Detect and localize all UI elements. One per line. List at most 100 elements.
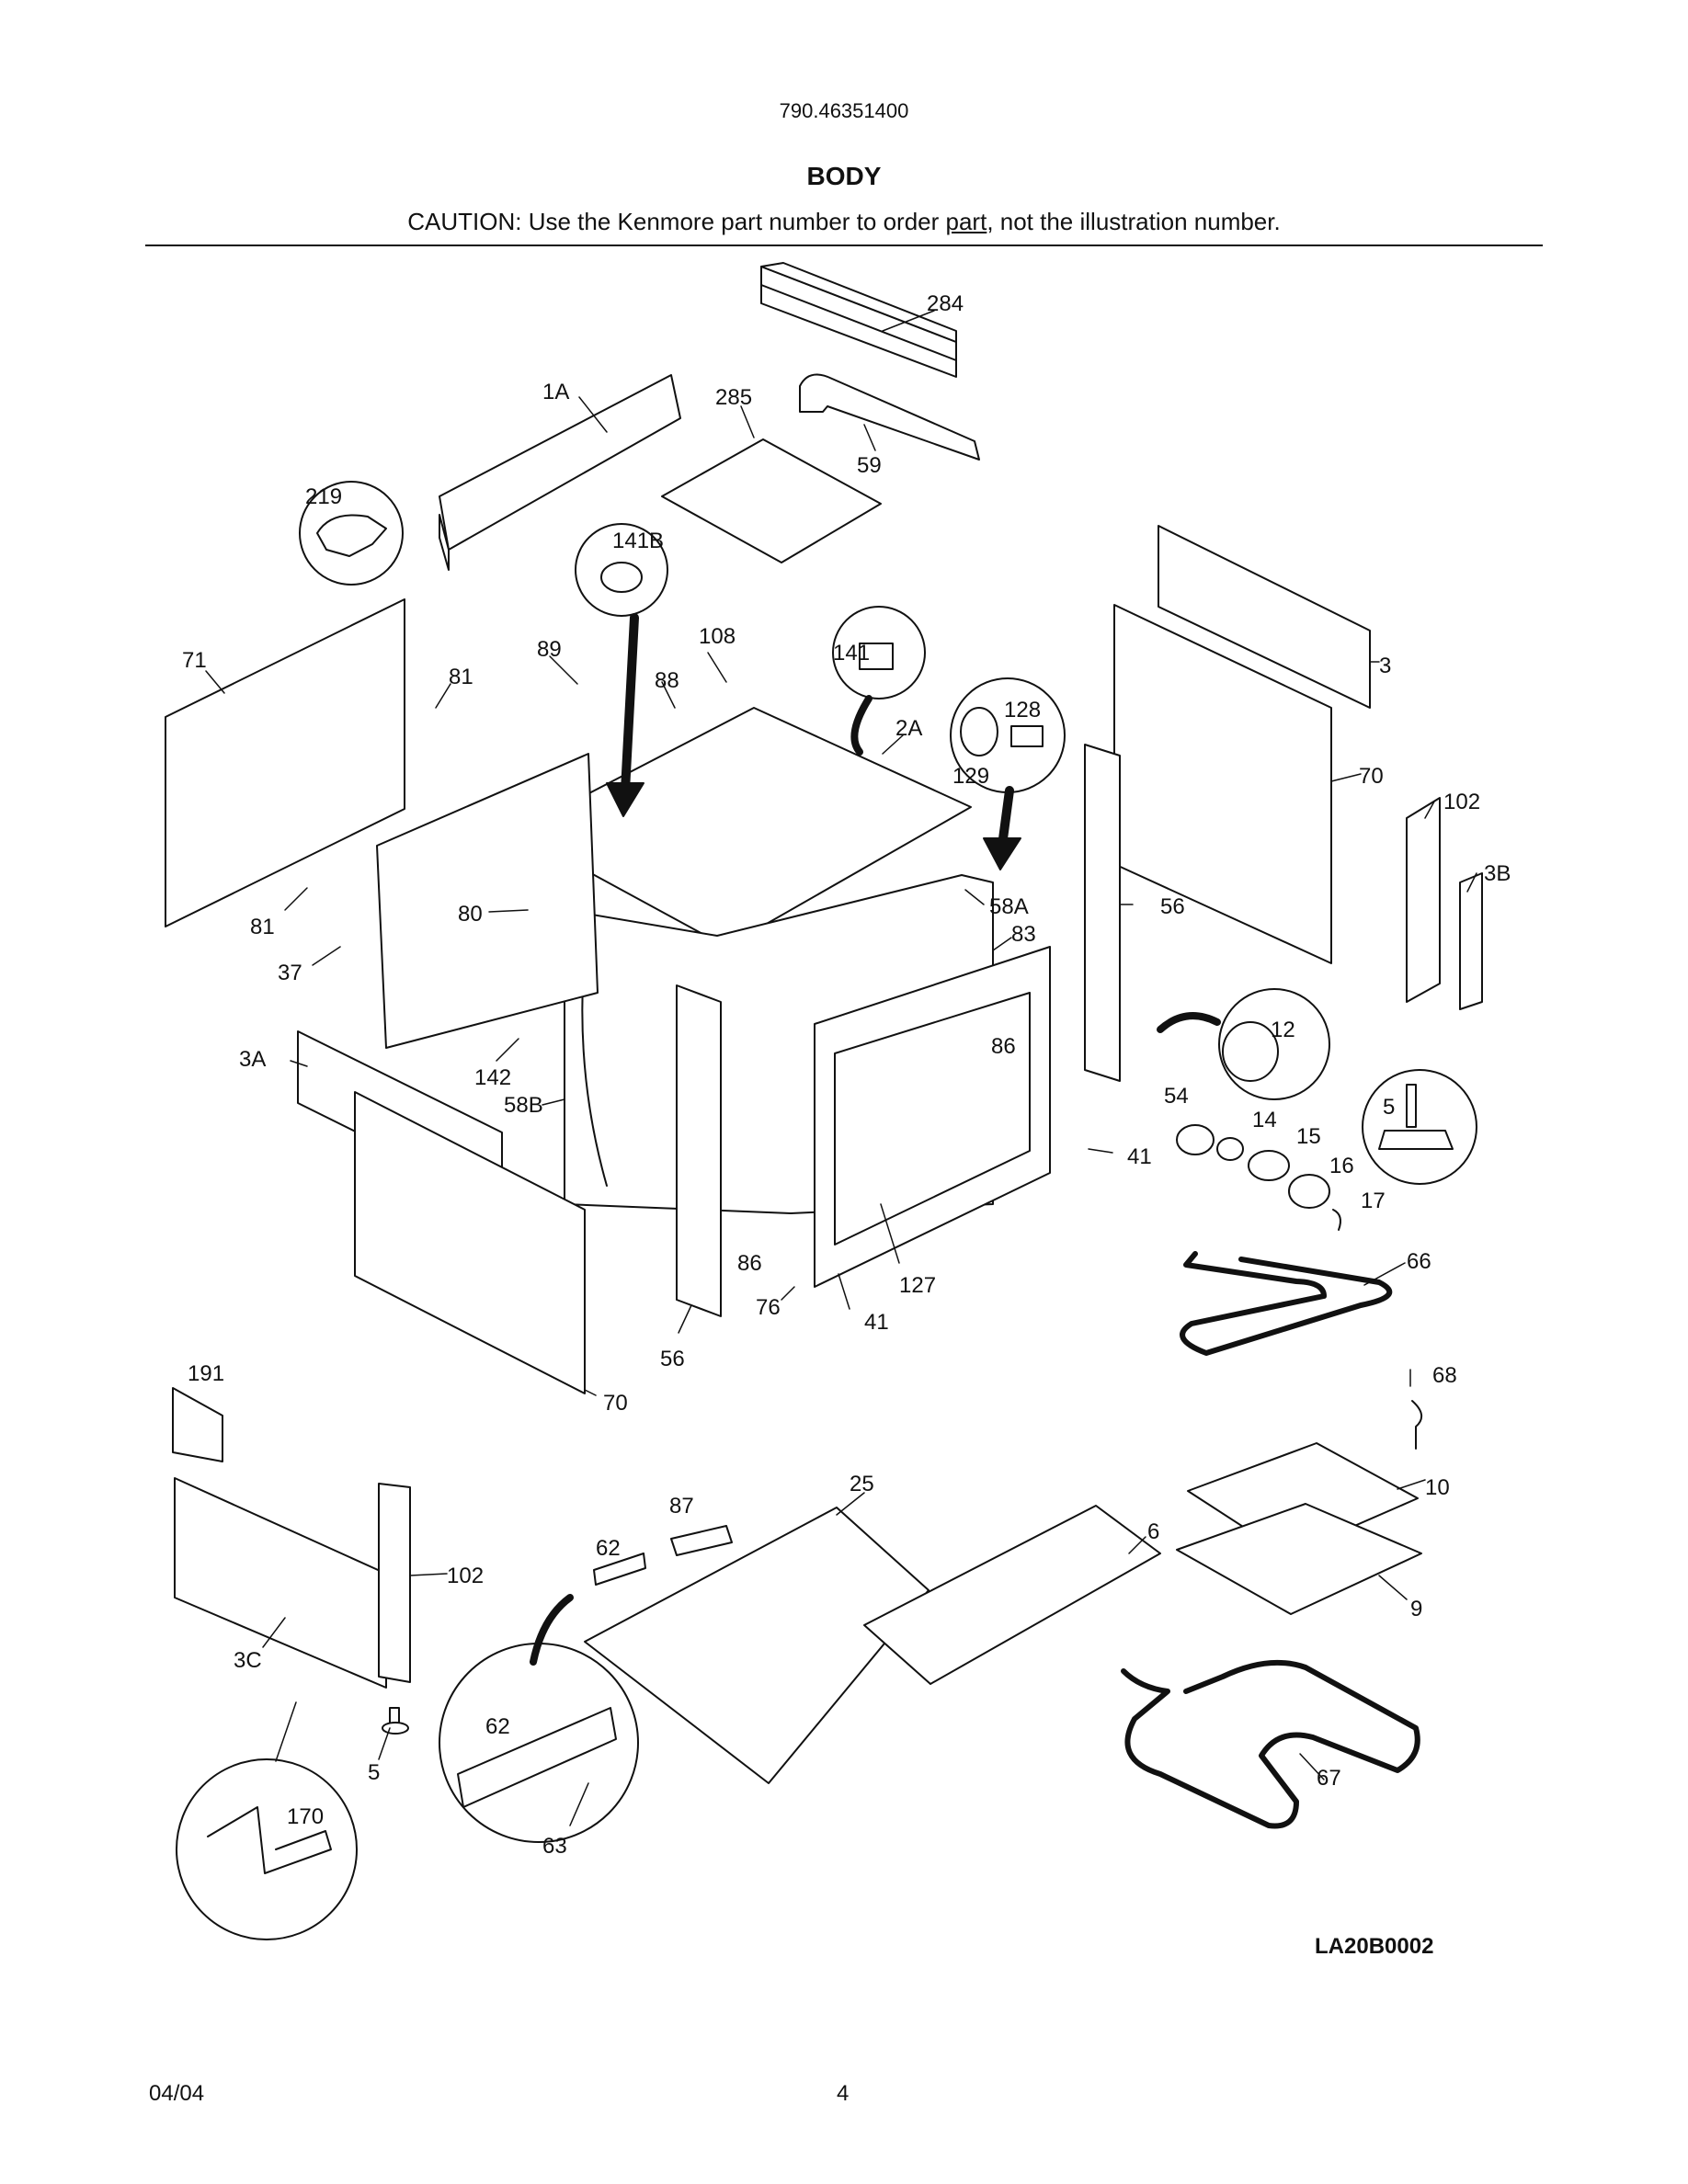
caution-link-word: part <box>945 208 987 235</box>
broiler-pan-9 <box>1176 1503 1422 1615</box>
header-divider <box>145 245 1543 246</box>
callout-label: 76 <box>756 1295 781 1320</box>
callout-label: 83 <box>1011 922 1036 947</box>
callout-label: 56 <box>1160 894 1185 919</box>
bottom-panel-25 <box>584 1507 930 1784</box>
arrow-to-bottom <box>530 1594 574 1666</box>
callout-label: 6 <box>1147 1519 1159 1544</box>
callout-label: 3B <box>1484 861 1511 886</box>
callout-label: 127 <box>899 1273 936 1298</box>
clip-62 <box>593 1553 646 1586</box>
oven-rack-6 <box>863 1505 1161 1685</box>
callout-label: 37 <box>278 961 302 985</box>
callout-label: 102 <box>1443 790 1480 814</box>
callout-label: 87 <box>669 1494 694 1519</box>
callout-label: 15 <box>1296 1124 1321 1149</box>
callout-label: 81 <box>250 915 275 939</box>
side-panel-71 <box>165 598 405 927</box>
callout-label: 3 <box>1379 654 1391 678</box>
callout-label: 191 <box>188 1361 224 1386</box>
callout-label: 89 <box>537 637 562 662</box>
callout-label: 62 <box>485 1714 510 1739</box>
callout-label: 2A <box>895 716 922 741</box>
callout-circle-12 <box>1218 988 1330 1100</box>
arrow-141b-to-top <box>621 613 639 795</box>
callout-label: 81 <box>449 665 473 689</box>
callout-label: 80 <box>458 902 483 927</box>
callout-circle-170 <box>176 1758 358 1940</box>
callout-label: 58B <box>504 1093 543 1118</box>
bracket-191 <box>172 1387 223 1462</box>
hook-68 <box>1411 1400 1422 1450</box>
arrow-128-down <box>998 786 1014 850</box>
leader-lines <box>205 310 1477 1826</box>
side-panel-70-left <box>354 1091 586 1394</box>
callout-label: 16 <box>1329 1154 1354 1178</box>
leveling-foot-5-left <box>382 1707 409 1735</box>
callout-label: 219 <box>305 484 342 509</box>
side-bracket-102 <box>1406 797 1441 1003</box>
callout-label: 141B <box>612 529 664 553</box>
caution-suffix: , not the illustration number. <box>987 208 1281 235</box>
caution-prefix: CAUTION: Use the Kenmore part number to … <box>407 208 946 235</box>
front-trim-56 <box>676 984 722 1317</box>
callout-label: 5 <box>1383 1095 1395 1120</box>
callout-label: 108 <box>699 624 736 649</box>
side-trim-56-right <box>1084 744 1121 1082</box>
callout-label: 71 <box>182 648 207 673</box>
bracket-102-left <box>378 1483 411 1683</box>
top-panel <box>514 707 972 948</box>
callout-label: 63 <box>542 1834 567 1859</box>
callout-label: 284 <box>927 291 964 316</box>
rear-frame <box>376 753 599 1049</box>
callout-label: 59 <box>857 453 882 478</box>
callout-label: 3C <box>234 1648 262 1673</box>
footer-date: 04/04 <box>149 2081 205 2106</box>
callout-label: 67 <box>1317 1766 1341 1791</box>
arrow-12 <box>1157 1012 1221 1033</box>
callout-circle-62-63 <box>439 1643 639 1843</box>
bake-element-66 <box>1180 1251 1393 1356</box>
callout-label: 9 <box>1410 1597 1422 1621</box>
callout-label: 17 <box>1361 1189 1386 1213</box>
broil-element-67 <box>1121 1659 1420 1829</box>
callout-label: 41 <box>1127 1144 1152 1169</box>
callout-label: 128 <box>1004 698 1041 722</box>
callout-label: 142 <box>474 1065 511 1090</box>
callout-label: 88 <box>655 668 679 693</box>
callout-label: 58A <box>989 894 1029 919</box>
page-number: 4 <box>837 2081 850 2106</box>
callout-label: 285 <box>715 385 752 410</box>
callout-circle-5 <box>1362 1069 1477 1185</box>
vent-duct-59 <box>799 373 980 461</box>
callout-label: 70 <box>1359 764 1384 789</box>
callout-label: 12 <box>1271 1018 1295 1042</box>
caution-note: CAUTION: Use the Kenmore part number to … <box>0 208 1688 236</box>
callout-label: 170 <box>287 1804 324 1829</box>
bracket-87 <box>670 1525 733 1556</box>
callout-label: 41 <box>864 1310 889 1335</box>
callout-label: 10 <box>1425 1475 1450 1500</box>
side-bracket-3B <box>1459 872 1483 1010</box>
callout-label: 54 <box>1164 1084 1189 1109</box>
callout-circle-141 <box>832 606 926 700</box>
door-window <box>834 992 1031 1246</box>
callout-label: 5 <box>368 1760 380 1785</box>
model-number: 790.46351400 <box>779 99 909 122</box>
callout-label: 102 <box>447 1564 484 1588</box>
callout-label: 25 <box>850 1472 874 1496</box>
rear-panel-3 <box>1158 525 1371 709</box>
callout-label: 141 <box>833 641 870 665</box>
callout-label: 62 <box>596 1536 621 1561</box>
callout-label: 14 <box>1252 1108 1277 1132</box>
light-assembly <box>1176 1124 1341 1231</box>
insulation-pad-285 <box>661 438 882 563</box>
callout-label: 129 <box>952 764 989 789</box>
drawing-code: LA20B0002 <box>1315 1934 1434 1959</box>
callout-label: 68 <box>1432 1363 1457 1388</box>
callout-label: 66 <box>1407 1249 1431 1274</box>
callout-label: 3A <box>239 1047 266 1072</box>
callout-circle-128-129 <box>950 677 1066 793</box>
